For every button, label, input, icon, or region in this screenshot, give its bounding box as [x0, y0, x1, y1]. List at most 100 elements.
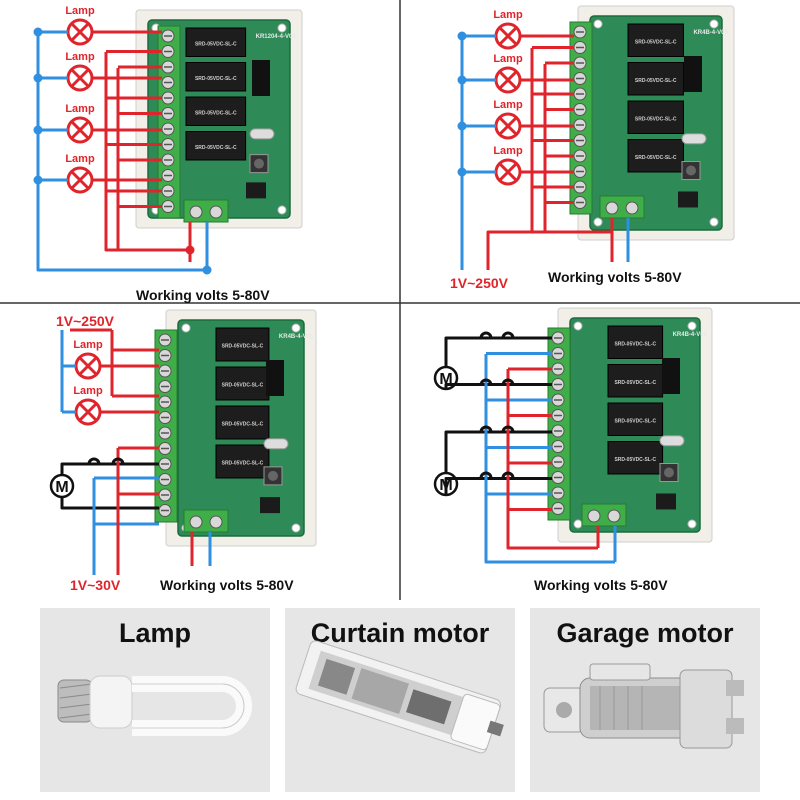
terminal-screw	[625, 201, 639, 215]
relay	[627, 139, 684, 173]
pairing-button-cap	[664, 467, 674, 478]
quadrant-lamps-and-motor: SRD-05VDC-SL-C SRD-05VDC-SL-C SRD-05VDC-SL…	[49, 309, 317, 593]
terminal-screw	[607, 509, 621, 523]
relay-mark: SRD-05VDC-SL-C	[635, 78, 677, 84]
relay-mark: SRD-05VDC-SL-C	[195, 41, 237, 47]
mount-hole	[593, 217, 603, 227]
terminal-block	[547, 327, 571, 521]
wire	[484, 354, 615, 564]
terminal-screw	[209, 205, 223, 219]
device-panel: Lamp Curtain motor	[0, 600, 800, 800]
quadrant-four-lamps-internal: SRD-05VDC-SL-C SRD-05VDC-SL-C SRD-05VDC-SL…	[33, 5, 303, 303]
relay-mark: SRD-05VDC-SL-C	[195, 110, 237, 116]
lamp-cross	[498, 162, 518, 182]
lamp-cross	[78, 402, 98, 422]
power-terminal	[183, 199, 229, 223]
relay-mark: SRD-05VDC-SL-C	[222, 422, 264, 428]
working-volts-label: Working volts 5-80V	[160, 577, 294, 593]
board-model: KR4B-4-V05	[673, 332, 708, 338]
relay	[215, 405, 270, 440]
relay	[607, 402, 664, 436]
wire	[486, 218, 614, 270]
terminal-screw	[209, 515, 223, 529]
ic-chip	[260, 497, 280, 514]
relay	[607, 441, 664, 475]
relay-mark: SRD-05VDC-SL-C	[614, 457, 656, 463]
device-title: Lamp	[118, 618, 191, 648]
ic-chip	[678, 191, 698, 208]
lamp-cross	[70, 22, 90, 42]
lamp-bulb-icon	[57, 675, 252, 736]
working-volts-label: Working volts 5-80V	[136, 287, 270, 303]
relay-mark: SRD-05VDC-SL-C	[195, 76, 237, 82]
mount-hole	[709, 19, 719, 29]
relay-mark: SRD-05VDC-SL-C	[222, 461, 264, 467]
lamp-cross	[78, 356, 98, 376]
relay	[185, 27, 247, 57]
working-volts-label: Working volts 5-80V	[548, 269, 682, 285]
lamp-icon	[66, 18, 94, 46]
motor-symbol: M	[55, 479, 68, 496]
wire-hop	[479, 378, 493, 386]
junction-dot	[185, 245, 195, 255]
relay-mark: SRD-05VDC-SL-C	[222, 383, 264, 389]
lamp-label: Lamp	[65, 103, 95, 115]
wire-hop	[87, 457, 101, 465]
relay-mark: SRD-05VDC-SL-C	[635, 39, 677, 45]
antenna-coil	[252, 60, 270, 96]
mount-hole	[277, 205, 287, 215]
terminal-strip	[569, 21, 593, 215]
relay	[607, 325, 664, 359]
relay	[627, 100, 684, 134]
wire-hop	[111, 457, 125, 465]
relay	[185, 62, 247, 92]
garage-motor-icon	[543, 663, 744, 749]
relay-mark: SRD-05VDC-SL-C	[614, 380, 656, 386]
mount-hole	[687, 519, 697, 529]
power-terminal	[183, 509, 229, 533]
lamp-label: Lamp	[73, 385, 103, 397]
device-card-garage-motor: Garage motor	[530, 608, 760, 792]
terminal-screw	[587, 509, 601, 523]
terminal-strip	[154, 329, 178, 523]
terminal-strip	[157, 25, 181, 219]
wire	[444, 383, 552, 389]
relay	[185, 131, 247, 161]
supply-30-label: 1V~30V	[70, 577, 121, 593]
ic-chip	[246, 182, 266, 199]
relay-mark: SRD-05VDC-SL-C	[614, 418, 656, 424]
lamp-cross	[70, 120, 90, 140]
relay-board: SRD-05VDC-SL-C SRD-05VDC-SL-C SRD-05VDC-SL…	[557, 307, 713, 543]
device-card-curtain-motor: Curtain motor	[285, 608, 515, 792]
wire	[444, 477, 552, 495]
relay	[627, 62, 684, 96]
terminal-block	[154, 329, 178, 523]
pairing-button-cap	[254, 158, 264, 169]
crystal	[681, 133, 707, 145]
lamp-icon	[66, 166, 94, 194]
board-model: KR1204-4-V02	[256, 34, 297, 40]
wire	[60, 462, 159, 475]
antenna-coil	[266, 360, 284, 396]
supply-250-label: 1V~250V	[56, 313, 115, 329]
wire-hop	[479, 331, 493, 339]
working-volts-label: Working volts 5-80V	[534, 577, 668, 593]
antenna-coil	[684, 56, 702, 92]
lamp-icon	[74, 398, 102, 426]
lamp-icon	[494, 66, 522, 94]
power-terminal	[581, 503, 627, 527]
lamp-label: Lamp	[493, 9, 523, 21]
crystal	[249, 128, 275, 140]
quadrant-two-motors: SRD-05VDC-SL-C SRD-05VDC-SL-C SRD-05VDC-SL…	[433, 307, 713, 593]
relay-board: SRD-05VDC-SL-CSRD-05VDC-SL-CSRD-05VDC-SL…	[577, 5, 735, 241]
pairing-button-cap	[268, 470, 278, 481]
lamp-icon	[74, 352, 102, 380]
lamp-cross	[70, 68, 90, 88]
lamp-icon	[66, 64, 94, 92]
relay	[215, 327, 270, 362]
mount-hole	[291, 523, 301, 533]
relay	[185, 96, 247, 126]
mount-hole	[277, 23, 287, 33]
antenna-coil	[662, 358, 680, 394]
relay	[627, 23, 684, 57]
